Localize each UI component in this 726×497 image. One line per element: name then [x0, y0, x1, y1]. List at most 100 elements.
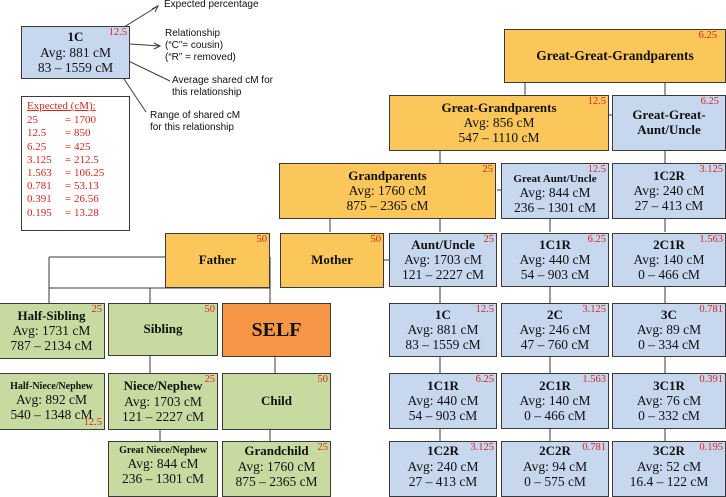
- node-pct: 25: [483, 234, 495, 245]
- node-title: Grandparents: [348, 167, 427, 183]
- node-pct: 6.25: [698, 30, 717, 41]
- expected-pct: 1.563: [27, 166, 52, 179]
- node-title: 1C1R: [539, 236, 571, 252]
- node-pct: 3.125: [582, 304, 606, 315]
- node-avg: Avg: 856 cM: [463, 115, 535, 131]
- node-avg: Avg: 440 cM: [519, 252, 591, 268]
- node-title: Grandchild: [244, 443, 309, 458]
- annotation-range: Range of shared cM for this relationship: [150, 110, 240, 134]
- annotation-average-line1: Average shared cM for: [172, 75, 273, 86]
- node-sibling: 50 Sibling: [108, 303, 218, 356]
- expected-cm: = 850: [65, 127, 91, 140]
- node-2c1r-lower: 1.563 2C1R Avg: 140 cM 0 – 466 cM: [501, 373, 609, 429]
- node-grandchild: 25 Grandchild Avg: 1760 cM 875 – 2365 cM: [222, 441, 331, 497]
- expected-cm-row: 0.391 = 26.56: [27, 193, 124, 206]
- node-title: 3C1R: [653, 377, 685, 393]
- node-range: 121 – 2227 cM: [401, 267, 485, 283]
- node-avg: Avg: 440 cM: [407, 393, 479, 409]
- annotation-relationship-line3: (“R” = removed): [165, 52, 236, 63]
- node-range: 875 – 2365 cM: [346, 198, 429, 214]
- node-avg: Avg: 140 cM: [519, 393, 591, 409]
- legend-example-pct: 12.5: [108, 27, 127, 38]
- node-title: Aunt/Uncle: [411, 236, 475, 252]
- node-title: Child: [260, 393, 293, 409]
- node-range: 0 – 575 cM: [524, 473, 586, 489]
- node-father: 50 Father: [165, 233, 270, 288]
- node-great-grandparents: 12.5 Great-Grandparents Avg: 856 cM 547 …: [389, 95, 609, 151]
- node-title: 1C1R: [427, 377, 459, 393]
- node-title: 1C: [435, 306, 451, 322]
- node-title-line2: Aunt/Uncle: [637, 122, 701, 137]
- node-pct: 50: [256, 234, 268, 245]
- node-title: Sibling: [143, 321, 183, 337]
- node-pct: 0.195: [699, 442, 723, 453]
- legend-example-range: 83 – 1559 cM: [37, 59, 114, 75]
- node-title: Mother: [311, 252, 353, 268]
- node-pct: 12.5: [587, 164, 606, 175]
- expected-cm-row: 3.125= 212.5: [27, 154, 124, 167]
- node-great-great-aunt-uncle: 6.25 Great-Great- Aunt/Uncle: [612, 95, 726, 151]
- expected-cm: = 1700: [65, 114, 96, 127]
- node-avg: Avg: 1731 cM: [12, 323, 91, 339]
- node-pct: 25: [482, 164, 494, 175]
- expected-pct: 6.25: [27, 140, 47, 153]
- node-range: 0 – 334 cM: [638, 337, 700, 353]
- legend-example-box: 12.5 1C Avg: 881 cM 83 – 1559 cM: [21, 26, 130, 79]
- node-range: 787 – 2134 cM: [10, 338, 93, 354]
- node-title: Great-Grandparents: [441, 99, 557, 115]
- node-title: 3C2R: [653, 443, 685, 458]
- node-pct: 25: [317, 442, 329, 453]
- node-great-niece-nephew: Great Niece/Nephew Avg: 844 cM 236 – 130…: [108, 441, 218, 497]
- annotation-average: Average shared cM for this relationship: [172, 75, 273, 99]
- node-3c: 0.781 3C Avg: 89 cM 0 – 334 cM: [612, 303, 726, 357]
- node-pct: 12.5: [83, 416, 102, 428]
- node-pct: 3.125: [699, 164, 723, 175]
- node-avg: Avg: 240 cM: [407, 458, 479, 474]
- node-range: 236 – 1301 cM: [513, 200, 597, 216]
- node-pct: 50: [204, 304, 216, 315]
- node-pct: 50: [317, 374, 329, 385]
- node-pct: 0.781: [699, 304, 723, 315]
- node-pct: 6.25: [700, 96, 719, 107]
- node-title: 2C2R: [539, 443, 571, 458]
- expected-pct: 0.391: [27, 193, 52, 206]
- node-half-niece-nephew: 12.5 Half-Niece/Nephew Avg: 892 cM 540 –…: [0, 373, 105, 430]
- node-pct: 6.25: [587, 234, 606, 245]
- annotation-expected-percentage: Expected percentage: [164, 0, 259, 10]
- node-avg: Avg: 1703 cM: [124, 393, 202, 409]
- node-title: Great-Great-: [632, 107, 706, 123]
- expected-cm: = 26.56: [65, 193, 99, 206]
- expected-cm-title: Expected (cM):: [27, 100, 96, 112]
- node-range: 27 – 413 cM: [634, 198, 704, 214]
- expected-cm-row: 25= 1700: [27, 114, 124, 127]
- node-avg: Avg: 140 cM: [633, 252, 705, 268]
- node-avg: Avg: 892 cM: [16, 391, 87, 407]
- node-half-sibling: 25 Half-Sibling Avg: 1731 cM 787 – 2134 …: [0, 303, 105, 359]
- expected-cm-row: 12.5 = 850: [27, 127, 124, 140]
- node-range: 83 – 1559 cM: [405, 337, 481, 353]
- node-avg: Avg: 89 cM: [636, 322, 702, 338]
- node-avg: Avg: 844 cM: [519, 185, 591, 201]
- node-pct: 25: [204, 374, 216, 385]
- node-range: 54 – 903 cM: [520, 267, 590, 283]
- node-great-aunt-uncle: 12.5 Great Aunt/Uncle Avg: 844 cM 236 – …: [501, 163, 609, 219]
- node-niece-nephew: 25 Niece/Nephew Avg: 1703 cM 121 – 2227 …: [108, 373, 218, 430]
- node-3c1r: 0.391 3C1R Avg: 76 cM 0 – 332 cM: [612, 373, 726, 429]
- node-title: 2C1R: [539, 377, 571, 393]
- node-pct: 12.5: [587, 96, 606, 107]
- node-range: 540 – 1348 cM: [10, 407, 93, 423]
- node-title: 1C2R: [653, 167, 685, 183]
- node-title: Half-Sibling: [17, 307, 86, 323]
- node-avg: Avg: 1760 cM: [348, 183, 427, 199]
- node-aunt-uncle: 25 Aunt/Uncle Avg: 1703 cM 121 – 2227 cM: [389, 233, 497, 287]
- node-title: Great Niece/Nephew: [119, 445, 207, 456]
- node-1c2r-upper: 3.125 1C2R Avg: 240 cM 27 – 413 cM: [612, 163, 726, 219]
- node-title: SELF: [251, 318, 302, 341]
- expected-pct: 12.5: [27, 127, 47, 140]
- node-pct: 25: [91, 304, 103, 315]
- node-title: Father: [198, 252, 237, 268]
- expected-cm: = 106.25: [65, 166, 105, 179]
- node-title: Half-Niece/Nephew: [10, 380, 93, 392]
- node-pct: 1.563: [582, 374, 606, 385]
- node-avg: Avg: 94 cM: [522, 458, 588, 474]
